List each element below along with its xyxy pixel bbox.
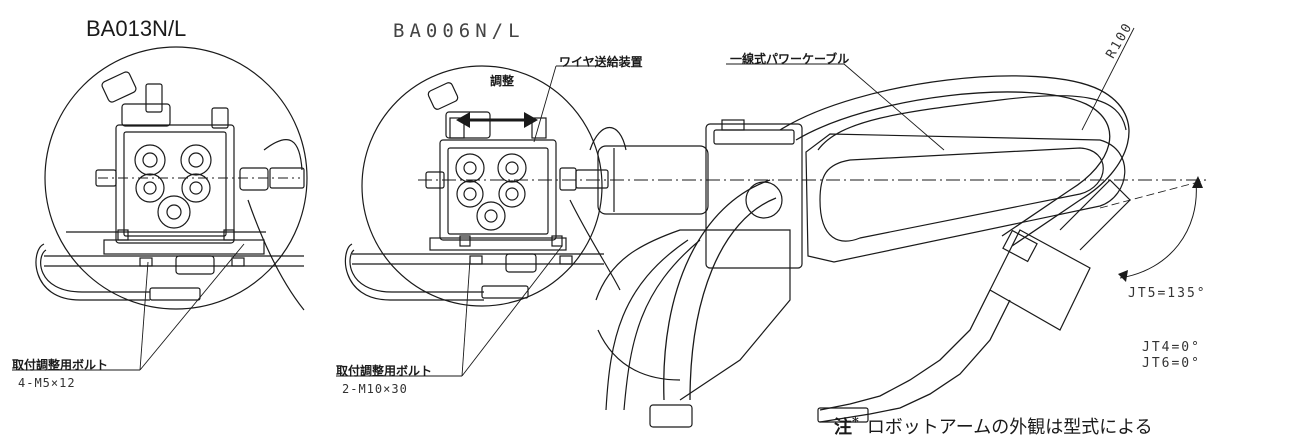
adjust-arrow-right: [524, 112, 538, 128]
bolt-label-right: 取付調整用ボルト: [336, 364, 433, 378]
bolt-spec-right: 2-M10×30: [342, 382, 408, 396]
jt6-label: JT6=0°: [1142, 356, 1201, 371]
note-text: ロボットアームの外観は型式による: [866, 417, 1153, 438]
left-detail-circle: [44, 46, 308, 310]
right-detail-view: [344, 65, 1210, 307]
wrist: [989, 229, 1091, 331]
bolt-label-left: 取付調整用ボルト: [12, 358, 109, 372]
jt5-label: JT5=135°: [1128, 286, 1207, 301]
note-star: *: [852, 415, 859, 430]
right-feeder-body: [439, 139, 557, 241]
left-detail-view: [35, 46, 308, 311]
adjust-label: 調整: [490, 74, 515, 88]
adjust-arrow-left: [456, 112, 470, 128]
jt4-label: JT4=0°: [1142, 340, 1201, 355]
welding-torch: [819, 289, 991, 411]
jt5-arc: [1119, 181, 1197, 279]
left-feeder-body: [115, 124, 235, 244]
upper-arm: [805, 133, 1126, 263]
right-detail-circle: [361, 65, 603, 307]
model-label-ba006: BA006N/L: [393, 20, 525, 42]
leader-lines: [12, 27, 1135, 377]
model-label-ba013: BA013N/L: [86, 16, 187, 41]
arm-base-housing: [705, 123, 803, 269]
robot-arm: [595, 75, 1207, 428]
bolt-spec-left: 4-M5×12: [18, 376, 76, 390]
power-cable-label: 一線式パワーケーブル: [730, 52, 850, 66]
power-cable: [779, 75, 1130, 247]
note-mark: 注: [834, 417, 852, 438]
appearance-note: 注* ロボットアームの外観は型式による: [834, 413, 1153, 439]
wire-feeder-label: ワイヤ送給装置: [559, 55, 643, 69]
